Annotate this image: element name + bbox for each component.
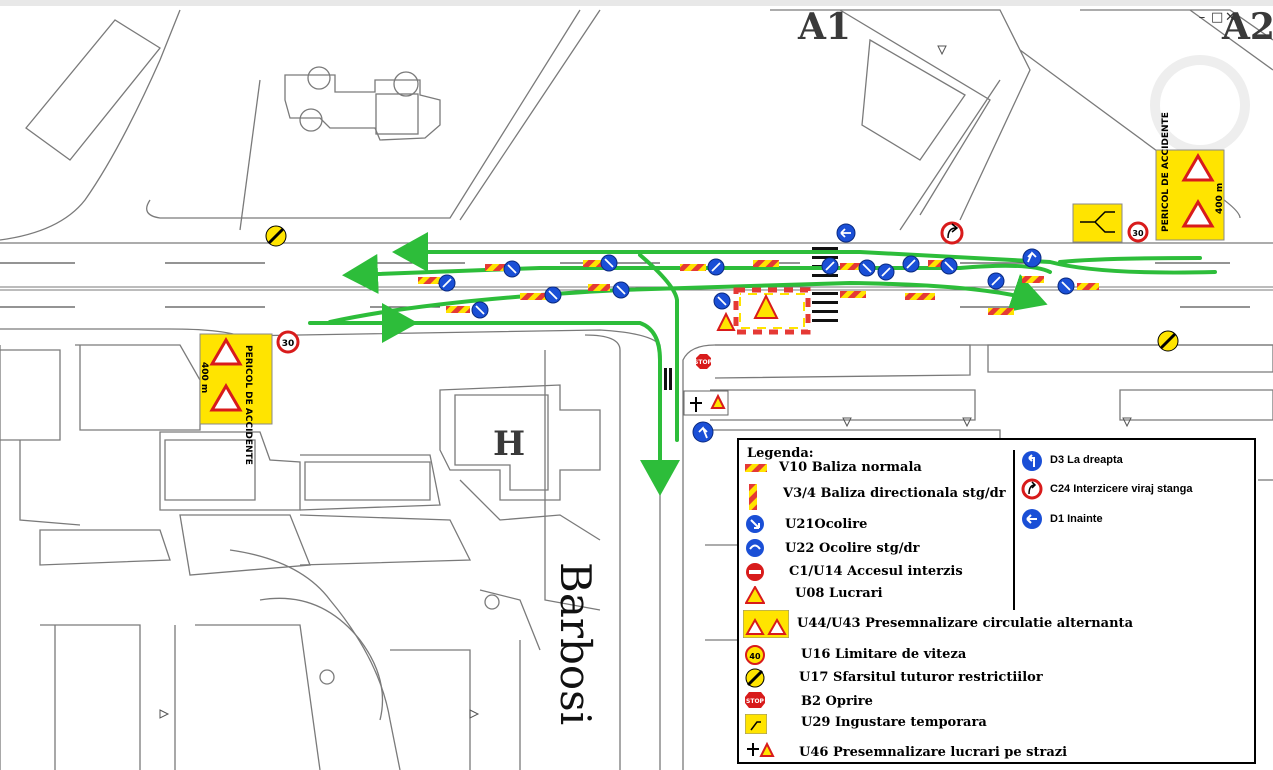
legend-title: Legenda:: [747, 446, 814, 461]
u22-detour-icon: [746, 539, 764, 557]
narrowing-icon: [745, 714, 767, 734]
panel-right-distance: 400 m: [1215, 183, 1225, 214]
barrier-directional-icon: [749, 484, 757, 510]
u44-panel-right: PERICOL DE ACCIDENTE 400 m: [1155, 112, 1225, 241]
speed-sign-text: 30: [282, 339, 295, 349]
street-name-label: Barbosi: [551, 562, 600, 726]
stop-sign-icon: STOP: [745, 692, 765, 708]
legend-item: U16 Limitare de viteza: [801, 647, 967, 662]
stop-sign-icon-text: STOP: [746, 698, 765, 705]
legend-item-right: D3 La dreapta: [1050, 454, 1123, 466]
no-entry-icon: [746, 563, 764, 581]
misc-signs: 30 30 STOP: [265, 203, 1179, 416]
speed-limit-icon: 40: [745, 645, 765, 665]
speed-limit-icon-text: 40: [749, 652, 761, 661]
legend-item: V3/4 Baliza directionala stg/dr: [783, 486, 1006, 501]
panel-left-distance: 400 m: [199, 362, 209, 393]
legend-item: V10 Baliza normala: [779, 460, 922, 475]
u44-panel-left: PERICOL DE ACCIDENTE 400 m: [199, 333, 273, 465]
alternating-traffic-icon: [743, 610, 789, 638]
legend-item: U46 Presemnalizare lucrari pe strazi: [799, 745, 1068, 760]
panel-left-text: PERICOL DE ACCIDENTE: [243, 345, 253, 465]
block-label-a1: A1: [798, 6, 851, 48]
window-controls: – □ ✕: [1197, 10, 1236, 25]
close-button[interactable]: ✕: [1225, 10, 1236, 25]
legend-item: U22 Ocolire stg/dr: [785, 541, 920, 556]
works-icon: [745, 586, 765, 604]
block-label-h: H: [493, 424, 526, 464]
barrier-normal-icon: [745, 464, 767, 472]
turn-right-icon: [1022, 451, 1042, 471]
legend-item: U08 Lucrari: [795, 586, 883, 601]
speed-sign-text-2: 30: [1132, 229, 1144, 238]
u21-detour-icon: [746, 515, 764, 533]
legend-item: U17 Sfarsitul tuturor restrictiilor: [799, 670, 1043, 685]
legend-item-right: D1 Inainte: [1050, 513, 1103, 525]
legend-item-right: C24 Interzicere viraj stanga: [1050, 483, 1193, 495]
lane-markings: [0, 262, 1250, 308]
block-label-a2: A2: [1222, 6, 1273, 48]
legend-item: B2 Oprire: [801, 694, 873, 709]
no-left-turn-icon: [1021, 478, 1043, 500]
legend-item: U21Ocolire: [785, 517, 868, 532]
minimize-button[interactable]: –: [1198, 10, 1206, 25]
legend-divider: [1013, 450, 1015, 610]
stop-sign-text: STOP: [694, 359, 713, 366]
legend-item: C1/U14 Accesul interzis: [789, 564, 963, 579]
panel-right-text: PERICOL DE ACCIDENTE: [1161, 112, 1171, 232]
end-restrictions-icon: [745, 668, 765, 688]
block-h-outlines: [0, 334, 621, 770]
u46-works-ahead-icon: [747, 741, 775, 757]
straight-ahead-icon: [1022, 509, 1042, 529]
legend-item: U44/U43 Presemnalizare circulatie altern…: [797, 616, 1133, 631]
maximize-button[interactable]: □: [1211, 10, 1224, 25]
legend-item: U29 Ingustare temporara: [801, 715, 987, 730]
barriers: [418, 260, 1099, 335]
legend-panel: Legenda: 40 STOP V10 Baliza normala V3/4…: [737, 438, 1256, 764]
